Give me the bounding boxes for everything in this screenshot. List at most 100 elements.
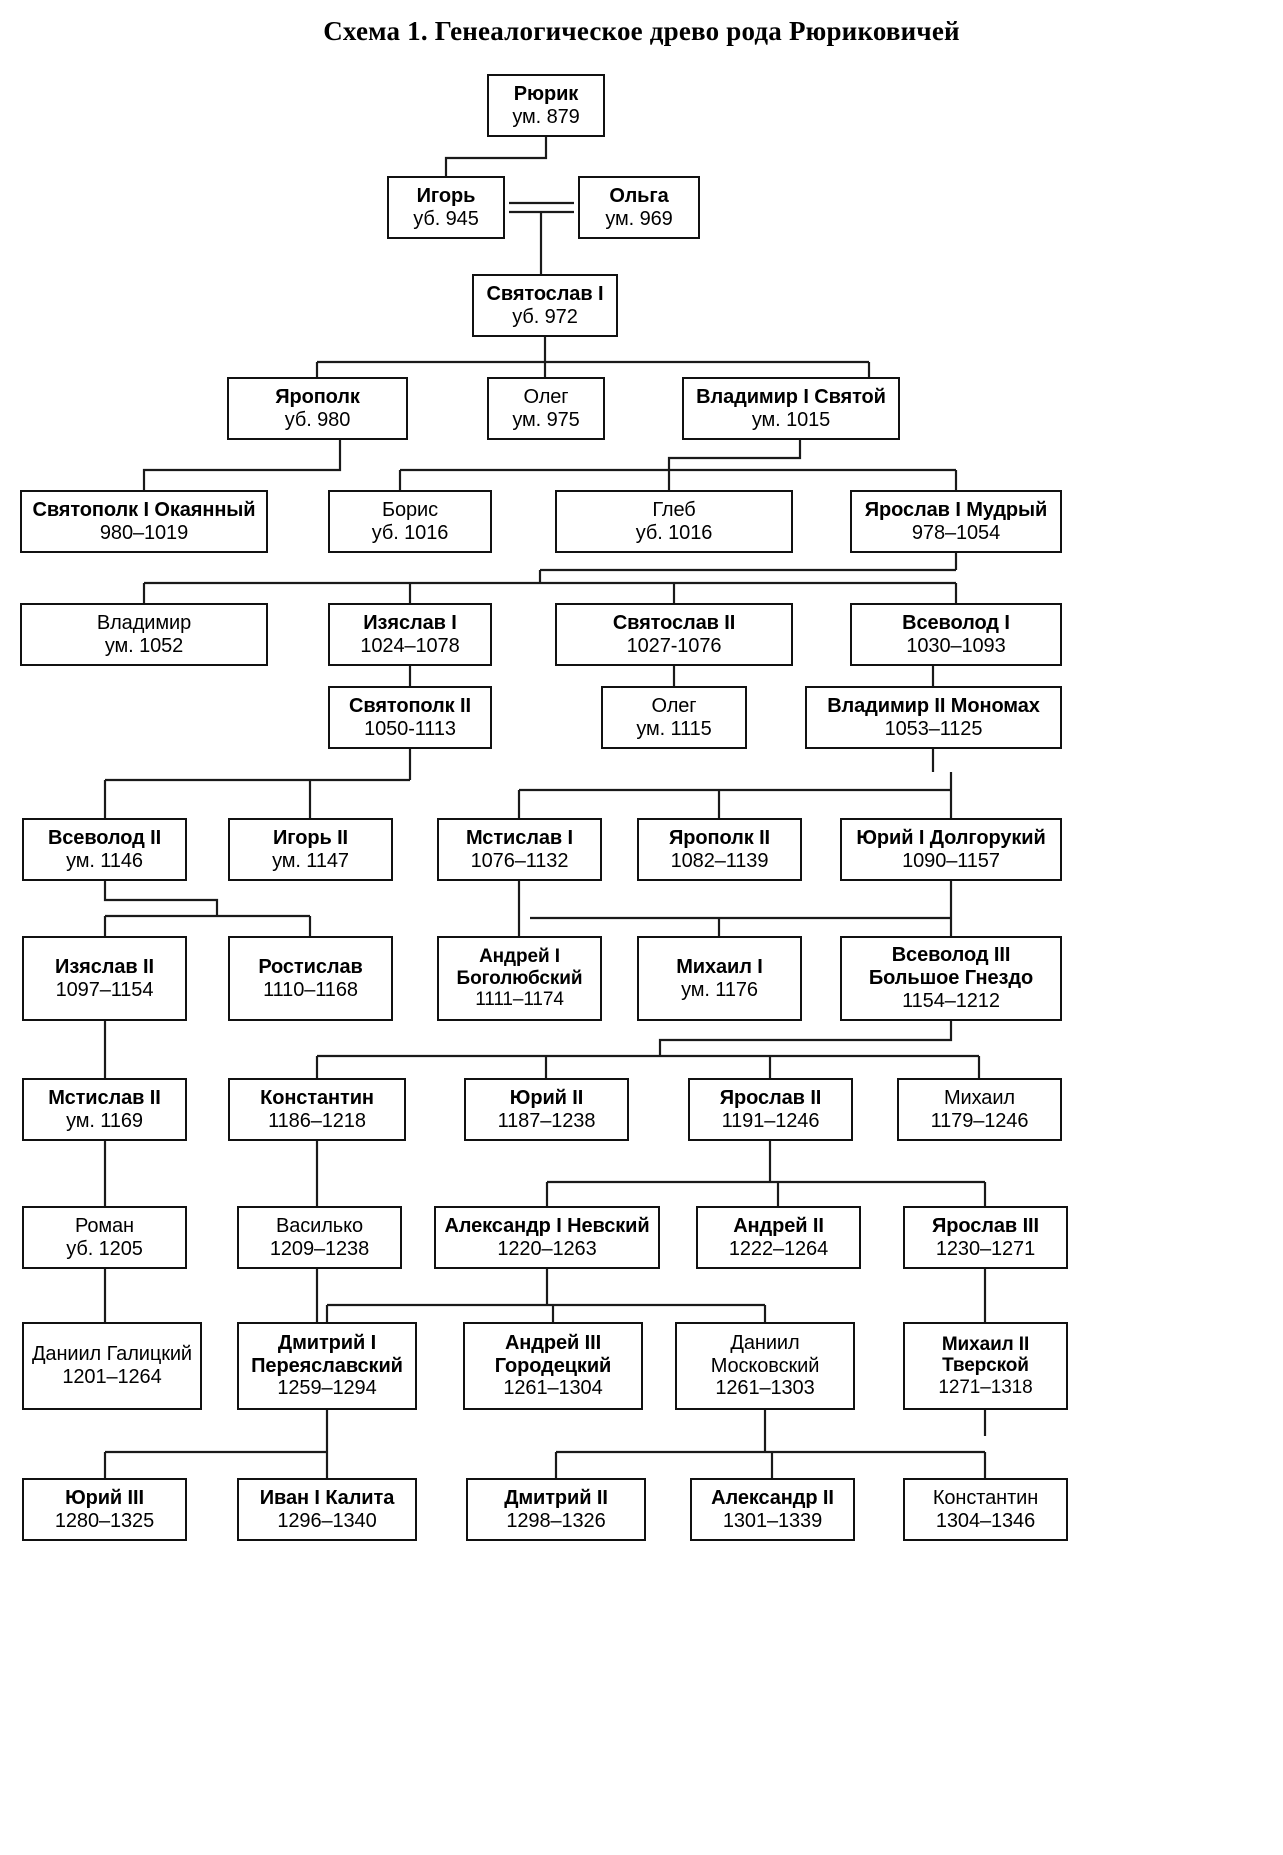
person-dates: ум. 1115 [636, 717, 712, 740]
person-name: Мстислав I [466, 826, 573, 849]
person-name: Андрей I Боголюбский [456, 946, 583, 989]
person-dates: 1209–1238 [269, 1237, 370, 1260]
person-dates: 1110–1168 [263, 978, 358, 1001]
person-name: Владимир I Святой [696, 385, 886, 408]
person-name: Олег [523, 385, 569, 408]
person-name: Мстислав II [48, 1086, 161, 1109]
person-name: Юрий II [509, 1086, 584, 1109]
person-name: Даниил Галицкий [31, 1343, 192, 1366]
person-dates: 1298–1326 [506, 1509, 606, 1532]
person-dates: уб. 980 [284, 408, 351, 431]
person-name: Глеб [652, 498, 696, 521]
person-name: Игорь II [272, 826, 349, 849]
person-dates: 978–1054 [911, 521, 1001, 544]
person-dates: 980–1019 [99, 521, 189, 544]
person-dates: ум. 1015 [751, 408, 831, 431]
person-name: Михаил [944, 1086, 1015, 1109]
person-dates: 1027-1076 [626, 634, 722, 657]
person-name: Ярослав I Мудрый [864, 498, 1048, 521]
person-dates: 1179–1246 [930, 1109, 1029, 1132]
person-dates: 1261–1304 [503, 1377, 603, 1400]
person-name: Олег [651, 694, 697, 717]
person-name: Ростислав [258, 955, 363, 978]
person-dates: 1304–1346 [935, 1509, 1036, 1532]
person-name: Даниил Московский [710, 1331, 820, 1377]
person-dates: 1191–1246 [721, 1109, 820, 1132]
person-dates: 1097–1154 [55, 978, 154, 1001]
person-name: Ярополк II [669, 826, 770, 849]
person-dates: ум. 1052 [104, 634, 184, 657]
person-dates: уб. 1205 [66, 1237, 143, 1260]
person-name: Ярослав II [719, 1086, 822, 1109]
person-name: Изяслав II [55, 955, 154, 978]
person-name: Владимир II Мономах [827, 694, 1040, 717]
person-name: Дмитрий I Переяславский [251, 1331, 403, 1377]
person-dates: 1154–1212 [902, 989, 1000, 1012]
person-dates: 1261–1303 [715, 1377, 815, 1400]
person-dates: уб. 1016 [371, 521, 449, 544]
person-dates: 1280–1325 [54, 1509, 155, 1532]
person-dates: ум. 1147 [272, 849, 349, 872]
person-dates: ум. 1176 [681, 978, 758, 1001]
person-name: Дмитрий II [504, 1486, 608, 1509]
person-name: Святополк II [349, 694, 471, 717]
person-name: Игорь [416, 184, 476, 207]
person-dates: 1082–1139 [670, 849, 769, 872]
person-name: Всеволод I [902, 611, 1010, 634]
person-dates: ум. 1169 [66, 1109, 143, 1132]
person-name: Святослав II [612, 611, 736, 634]
person-dates: 1301–1339 [722, 1509, 823, 1532]
person-dates: 1024–1078 [360, 634, 460, 657]
person-name: Юрий I Долгорукий [856, 826, 1046, 849]
person-name: Святополк I Окаянный [32, 498, 256, 521]
person-name: Андрей II [733, 1214, 824, 1237]
person-name: Александр II [711, 1486, 834, 1509]
person-name: Александр I Невский [444, 1214, 650, 1237]
person-dates: 1222–1264 [728, 1237, 829, 1260]
person-name: Ярополк [275, 385, 360, 408]
person-dates: уб. 1016 [635, 521, 713, 544]
person-name: Михаил I [676, 955, 763, 978]
person-dates: 1230–1271 [935, 1237, 1036, 1260]
person-name: Константин [932, 1486, 1039, 1509]
person-name: Всеволод II [47, 826, 162, 849]
person-name: Василько [275, 1214, 364, 1237]
